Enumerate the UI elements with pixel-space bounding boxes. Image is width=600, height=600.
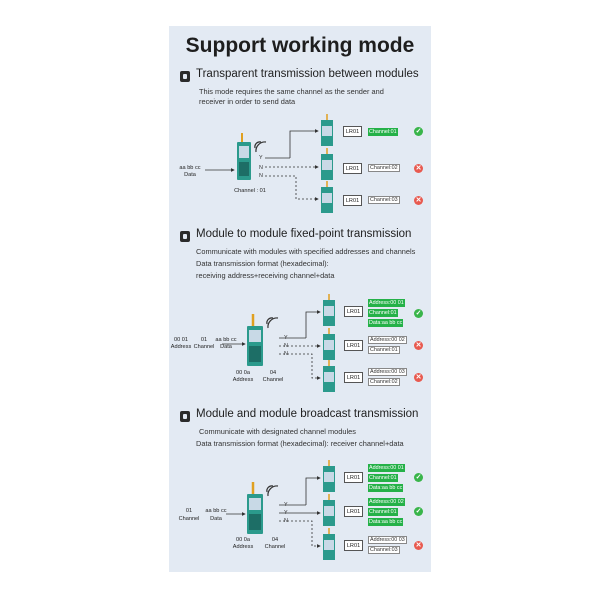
section-3-desc-line-1: Communicate with designated channel modu…	[199, 427, 356, 436]
section-1-receiver-2-module: LR01	[343, 163, 362, 174]
check-icon: ✓	[414, 309, 423, 318]
section-2-receiver-2-module: LR01	[344, 340, 363, 351]
section-1-path-2: N	[259, 165, 263, 171]
section-2-input-channel-label: Channel	[193, 344, 215, 350]
section-3-receiver-modules	[323, 460, 335, 560]
section-2-input-channel-value: 01	[200, 337, 208, 343]
section-3-desc-line-2: Data transmission format (hexadecimal): …	[196, 439, 404, 448]
section-1-data-value: aa bb cc	[179, 165, 201, 171]
section-2-receiver-3-module: LR01	[344, 372, 363, 383]
antenna-icon	[180, 231, 190, 242]
section-3-receiver-1-address: Address:00 01	[368, 464, 405, 472]
section-3-input-channel-value: 01	[185, 508, 193, 514]
section-2-receiver-1-module: LR01	[344, 306, 363, 317]
section-2-input-data-label: Data	[220, 344, 232, 350]
section-1-sender-module	[237, 133, 251, 180]
section-2-receiver-modules	[323, 294, 335, 392]
section-3-receiver-1-data: Data:aa bb cc	[368, 484, 404, 492]
section-2-sender-channel-label: Channel	[262, 377, 284, 383]
wifi-icon	[254, 141, 267, 153]
section-3-receiver-2-data: Data:aa bb cc	[368, 518, 404, 526]
section-1-receiver-3-module: LR01	[343, 195, 362, 206]
antenna-icon	[180, 411, 190, 422]
section-3-input-data-label: Data	[210, 516, 222, 522]
wifi-icon	[266, 317, 279, 329]
section-3-receiver-3-address: Address:00 03	[368, 536, 407, 544]
section-1-data-label: Data	[184, 172, 196, 178]
section-2-path-3: N	[284, 351, 288, 357]
section-1-desc-line-2: receiver in order to send data	[199, 97, 296, 106]
wifi-icon	[266, 485, 279, 497]
check-icon: ✓	[414, 507, 423, 516]
cross-icon: ✕	[414, 541, 423, 550]
section-3-receiver-1-channel: Channel:01	[368, 474, 398, 482]
section-1-receiver-modules	[321, 114, 333, 213]
section-2-receiver-1-address: Address:00 01	[368, 299, 405, 307]
check-icon: ✓	[414, 473, 423, 482]
section-1-desc-line-1: This mode requires the same channel as t…	[199, 87, 384, 96]
section-2-sender-channel-value: 04	[269, 370, 277, 376]
cross-icon: ✕	[414, 373, 423, 382]
section-3-path-3: N	[284, 518, 288, 524]
section-2-sender-address-value: 00 0a	[236, 370, 250, 376]
section-1-path-1: Y	[259, 155, 263, 161]
section-3-sender-address-value: 00 0a	[236, 537, 250, 543]
section-2-desc-line-2: Data transmission format (hexadecimal):	[196, 259, 329, 268]
section-3-title: Module and module broadcast transmission	[196, 408, 419, 420]
section-1-receiver-1-channel: Channel:01	[368, 128, 398, 136]
section-1-receiver-1-module: LR01	[343, 126, 362, 137]
section-2-receiver-3-address: Address:00 03	[368, 368, 407, 376]
check-icon: ✓	[414, 127, 423, 136]
section-1-receiver-2-channel: Channel:02	[368, 164, 400, 172]
section-3-receiver-3-module: LR01	[344, 540, 363, 551]
cross-icon: ✕	[414, 341, 423, 350]
section-2-input-address-label: Address	[170, 344, 192, 350]
page-title: Support working mode	[185, 34, 415, 57]
section-2-sender-module	[247, 314, 263, 366]
section-2-input-data-value: aa bb cc	[215, 337, 237, 343]
section-1-sender-channel: Channel : 01	[234, 188, 266, 194]
section-3-sender-channel-label: Channel	[264, 544, 286, 550]
section-1-path-3: N	[259, 173, 263, 179]
section-2-path-2: N	[284, 343, 288, 349]
section-1-receiver-3-channel: Channel:03	[368, 196, 400, 204]
antenna-icon	[180, 71, 190, 82]
section-3-receiver-2-channel: Channel:01	[368, 508, 398, 516]
section-3-input-data-value: aa bb cc	[205, 508, 227, 514]
section-2-input-address-value: 00 01	[174, 337, 188, 343]
section-2-receiver-1-channel: Channel:01	[368, 309, 398, 317]
section-2-sender-address-label: Address	[232, 377, 254, 383]
section-3-sender-address-label: Address	[232, 544, 254, 550]
cross-icon: ✕	[414, 164, 423, 173]
section-2-title: Module to module fixed-point transmissio…	[196, 228, 412, 240]
section-2-receiver-1-data: Data:aa bb cc	[368, 319, 404, 327]
section-1-title: Transparent transmission between modules	[196, 68, 419, 80]
section-3-sender-module	[247, 482, 263, 534]
section-2-receiver-3-channel: Channel:02	[368, 378, 400, 386]
section-3-sender-channel-value: 04	[271, 537, 279, 543]
section-3-receiver-3-channel: Channel:03	[368, 546, 400, 554]
section-3-receiver-2-address: Address:00 02	[368, 498, 405, 506]
section-3-input-channel-label: Channel	[178, 516, 200, 522]
cross-icon: ✕	[414, 196, 423, 205]
section-3-receiver-1-module: LR01	[344, 472, 363, 483]
section-3-receiver-2-module: LR01	[344, 506, 363, 517]
section-2-desc-line-3: receiving address+receiving channel+data	[196, 271, 335, 280]
section-2-desc-line-1: Communicate with modules with specified …	[196, 247, 416, 256]
section-2-receiver-2-address: Address:00 02	[368, 336, 407, 344]
section-2-receiver-2-channel: Channel:01	[368, 346, 400, 354]
